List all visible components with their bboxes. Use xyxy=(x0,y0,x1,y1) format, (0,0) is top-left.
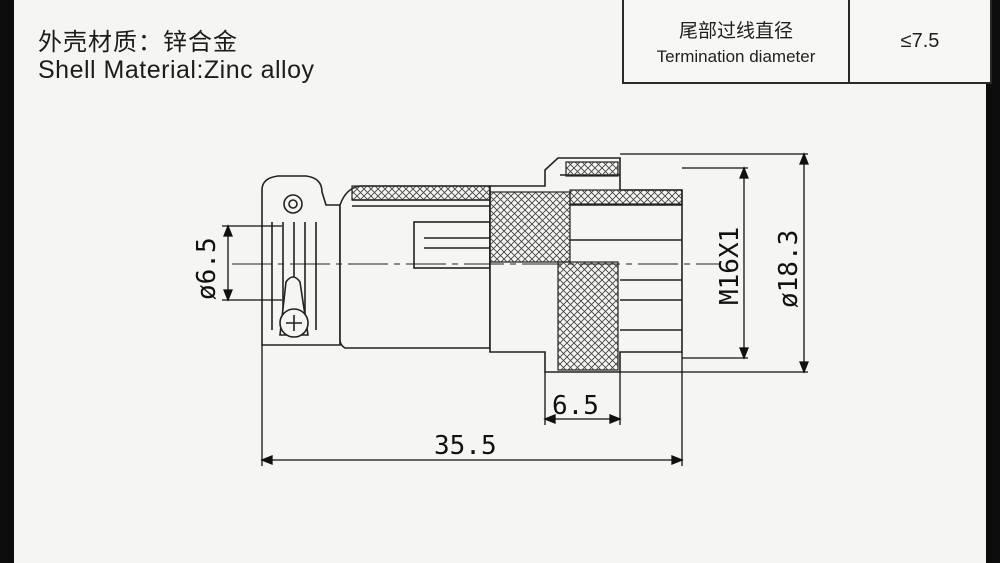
right-border-bar xyxy=(986,0,1000,563)
pin-diameter-dimension: ø6.5 xyxy=(192,237,222,300)
spec-value: ≤7.5 xyxy=(900,29,940,52)
shell-material-chinese: 外壳材质：锌合金 xyxy=(38,28,238,56)
termination-spec-table: 尾部过线直径 Termination diameter ≤7.5 xyxy=(622,0,992,84)
spec-label-english: Termination diameter xyxy=(656,46,816,66)
total-length-dimension: 35.5 xyxy=(434,431,497,461)
shell-material-english: Shell Material:Zinc alloy xyxy=(38,56,315,84)
flange-width-dimension: 6.5 xyxy=(552,391,599,421)
spec-label-chinese: 尾部过线直径 xyxy=(678,19,793,42)
thread-dimension: M16X1 xyxy=(715,227,745,305)
outer-diameter-dimension: ø18.3 xyxy=(774,230,804,308)
left-border-bar xyxy=(0,0,14,563)
dimension-lines xyxy=(222,152,809,466)
hatched-sections xyxy=(351,161,683,371)
spec-label-cell: 尾部过线直径 Termination diameter xyxy=(624,0,850,82)
